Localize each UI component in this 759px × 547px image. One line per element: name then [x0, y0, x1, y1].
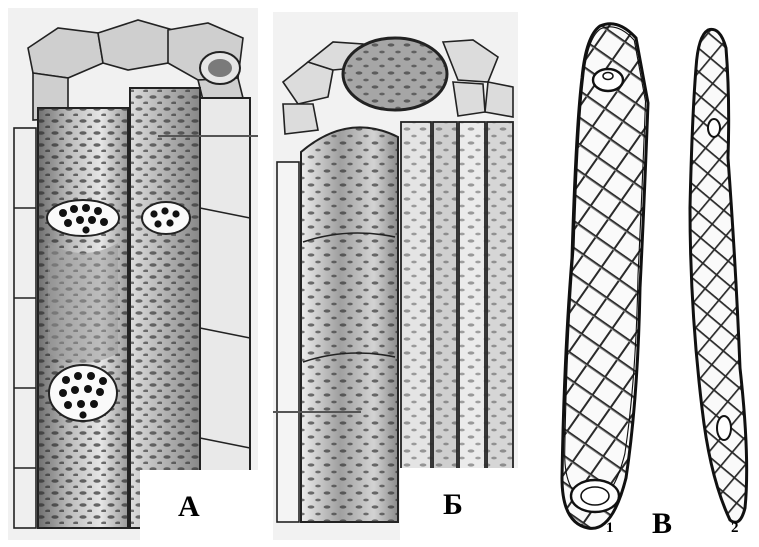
- panel-v-illustration: [540, 8, 755, 543]
- label-v: В: [652, 507, 672, 541]
- panel-v-drawing: [540, 8, 755, 543]
- perforation-plate-lower: [49, 365, 117, 421]
- tracheid-cell-2: [690, 29, 747, 522]
- panel-a-drawing: [8, 8, 258, 540]
- cell-1-number: 1: [606, 520, 614, 537]
- perforation-plate-upper: [47, 200, 119, 236]
- perforation-plate-side: [142, 202, 190, 234]
- panel-b-drawing: [273, 12, 518, 540]
- cell-2-number: 2: [731, 520, 739, 537]
- panel-b-illustration: [273, 12, 518, 540]
- tracheid-cell-1: [562, 24, 648, 529]
- panel-a-illustration: [8, 8, 258, 540]
- label-a: А: [178, 490, 200, 524]
- label-b: Б: [443, 488, 463, 522]
